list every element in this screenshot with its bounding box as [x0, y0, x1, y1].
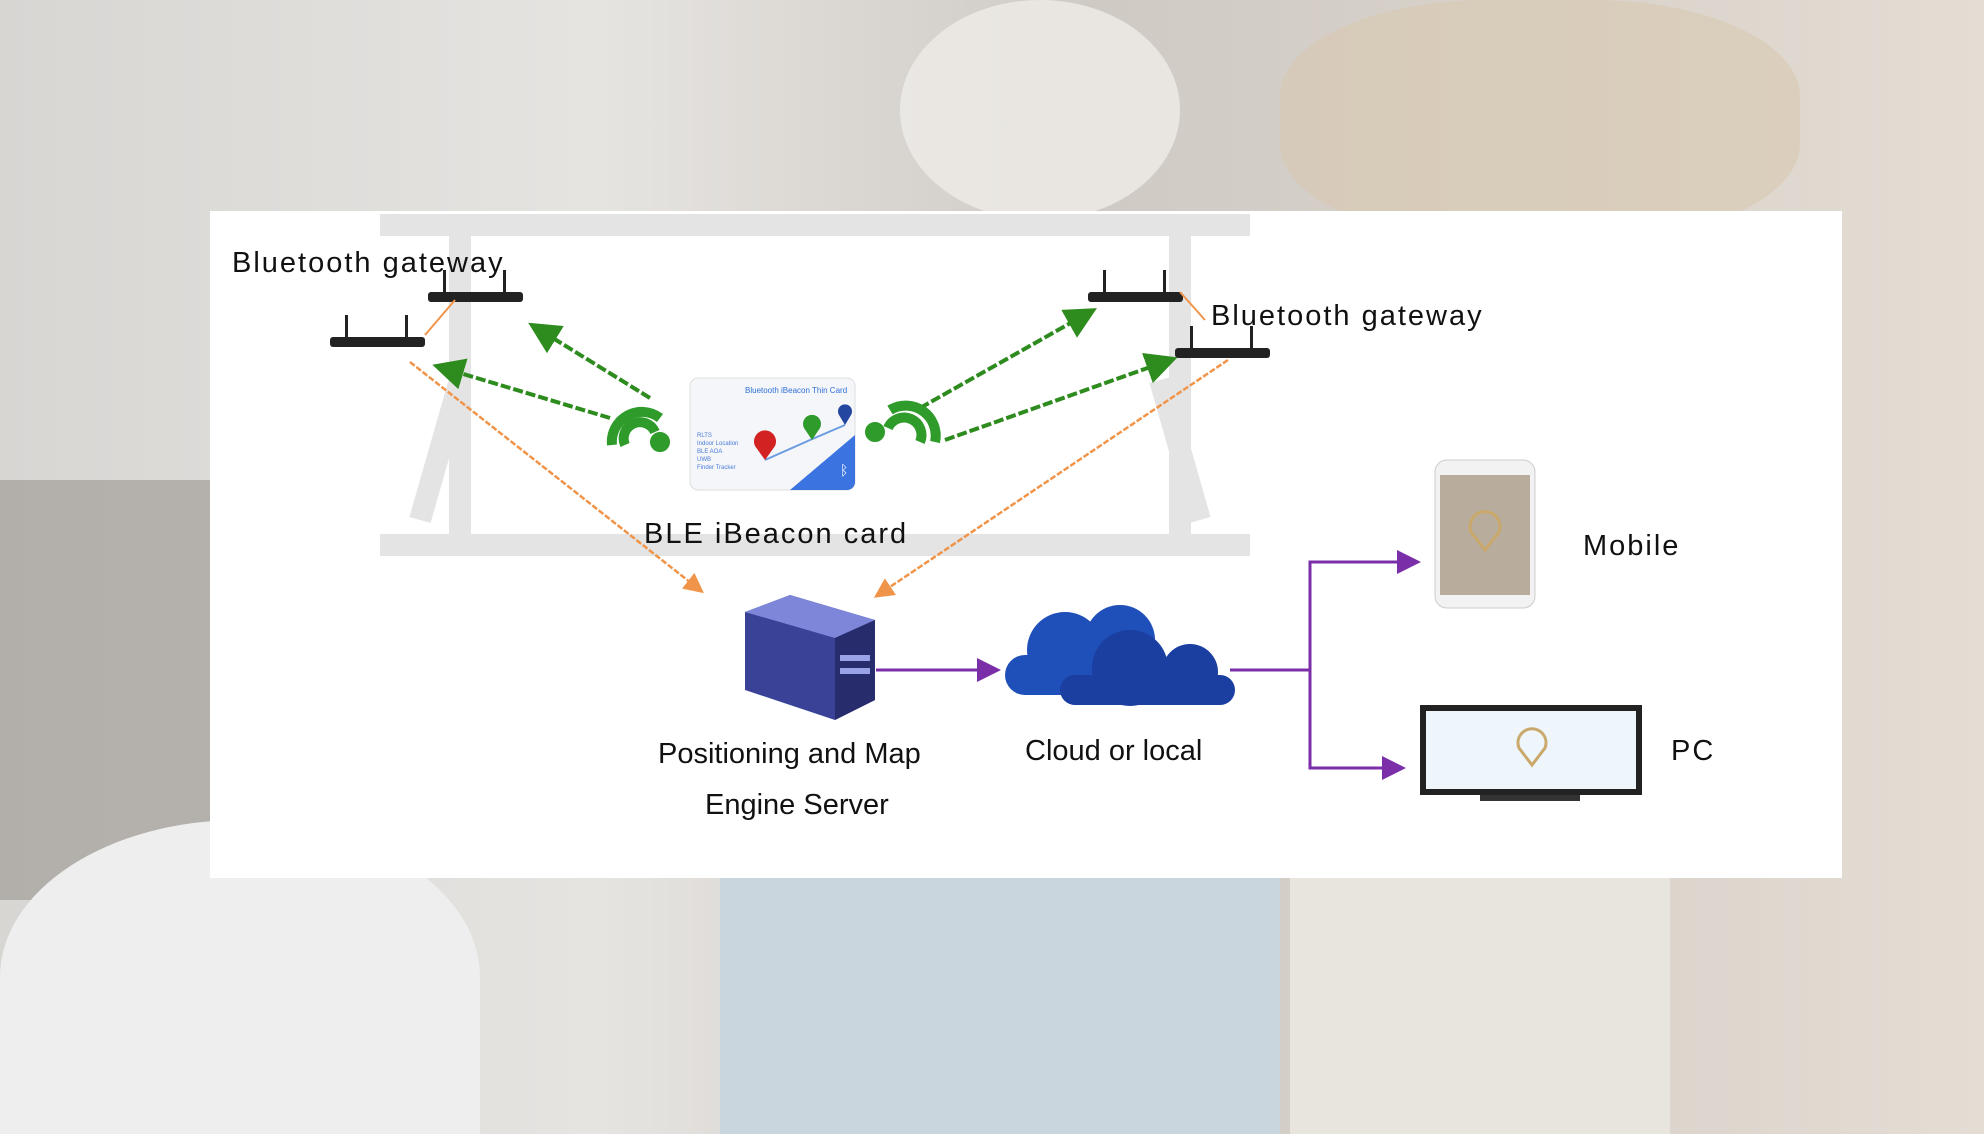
router-icon — [1088, 270, 1183, 302]
beacon-card: Bluetooth iBeacon Thin Card RLTS Indoor … — [689, 377, 856, 491]
card-title: Bluetooth iBeacon Thin Card — [745, 386, 847, 395]
pc-monitor-icon — [1420, 705, 1642, 801]
router-icon — [428, 270, 523, 302]
server-icon — [745, 595, 875, 720]
card-feature: UWB — [697, 457, 711, 463]
output-arrow — [1308, 670, 1406, 780]
beacon-label: BLE iBeacon card — [644, 518, 909, 550]
gateway-left-label: Bluetooth gateway — [232, 247, 505, 279]
output-arrow — [1230, 550, 1421, 672]
data-arrow — [409, 361, 704, 594]
router-icon — [330, 315, 425, 347]
signal-arrow — [528, 322, 652, 400]
card-feature: BLE AOA — [697, 449, 722, 455]
server-label-line2: Engine Server — [705, 789, 889, 821]
card-feature: RLTS — [697, 433, 712, 439]
pc-label: PC — [1671, 735, 1716, 767]
gateway-right-label: Bluetooth gateway — [1211, 300, 1484, 332]
card-feature: Finder Tracker — [697, 465, 736, 471]
table-background — [380, 214, 1250, 556]
signal-arrow — [919, 308, 1097, 410]
signal-arrow — [432, 358, 611, 420]
map-pin-icon — [803, 414, 821, 440]
mobile-label: Mobile — [1583, 530, 1681, 562]
router-icon — [1175, 326, 1270, 358]
cloud-icon — [1005, 605, 1235, 706]
data-arrow — [873, 358, 1229, 598]
server-label-line1: Positioning and Map — [658, 738, 921, 770]
card-feature: Indoor Location — [697, 441, 738, 447]
mobile-phone-icon — [1434, 459, 1536, 609]
map-pin-icon — [754, 430, 776, 460]
wireless-signal-icon — [865, 400, 941, 444]
map-pin-icon — [838, 404, 852, 425]
wireless-signal-icon — [606, 406, 670, 452]
cloud-label: Cloud or local — [1025, 735, 1203, 767]
signal-arrow — [944, 352, 1178, 442]
bluetooth-icon: ᛒ — [840, 462, 848, 478]
